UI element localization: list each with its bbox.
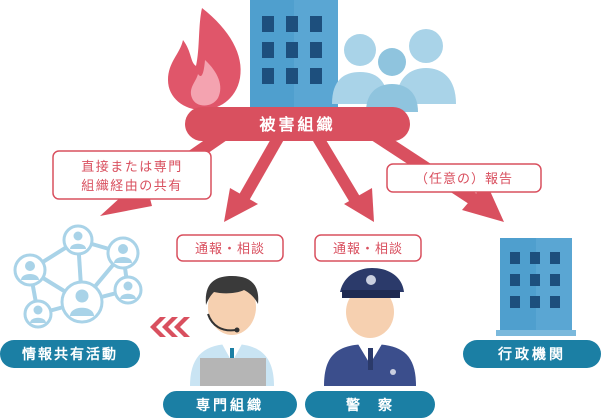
edge-label-consult-expert: 通報・相談 [176, 234, 284, 262]
arrow-to-police [310, 130, 374, 222]
info-sharing-label: 情報共有活動 [22, 346, 118, 363]
police-officer-icon [324, 268, 416, 386]
expert-org-box: 専門組織 [163, 391, 297, 418]
building-icon [250, 0, 338, 110]
edge-label-consult-police: 通報・相談 [314, 234, 422, 262]
victim-org-box: 被害組織 [185, 107, 410, 141]
sharing-label-line1: 直接または専門 [81, 159, 183, 175]
admin-building-icon [496, 238, 576, 336]
arrow-to-expert-org [224, 130, 286, 222]
sharing-label-line2: 組織経由の共有 [81, 179, 183, 194]
fire-icon [168, 8, 241, 110]
police-label: 警 察 [346, 397, 394, 414]
edge-label-sharing: 直接または専門 組織経由の共有 [52, 150, 212, 200]
police-box: 警 察 [305, 391, 435, 418]
expert-org-label: 専門組織 [196, 397, 264, 414]
consult-police-label: 通報・相談 [333, 241, 403, 257]
victim-org-label: 被害組織 [259, 115, 335, 134]
chevron-left-icon [150, 317, 190, 337]
edge-label-report-admin: （任意の）報告 [386, 163, 542, 193]
network-icon [13, 224, 143, 329]
consult-expert-label: 通報・相談 [195, 241, 265, 257]
admin-label: 行政機関 [497, 346, 566, 363]
admin-box: 行政機関 [463, 340, 601, 368]
expert-person-icon [190, 276, 274, 386]
info-sharing-box: 情報共有活動 [0, 340, 140, 368]
report-admin-label: （任意の）報告 [415, 171, 513, 187]
people-icon [332, 29, 456, 112]
